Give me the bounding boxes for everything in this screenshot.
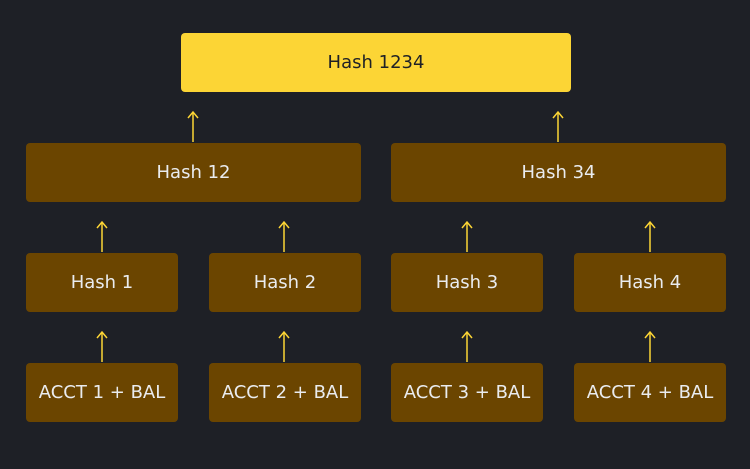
root-hash-label: Hash 1234 <box>327 52 425 73</box>
acct-4-node: ACCT 4 + BAL <box>574 363 726 422</box>
arrow-up-icon <box>186 110 200 142</box>
arrow-up-icon <box>95 220 109 252</box>
hash-2-node: Hash 2 <box>209 253 361 312</box>
arrow-up-icon <box>460 330 474 362</box>
acct-3-node: ACCT 3 + BAL <box>391 363 543 422</box>
hash-12-node: Hash 12 <box>26 143 361 202</box>
acct-2-label: ACCT 2 + BAL <box>221 382 349 403</box>
arrow-up-icon <box>460 220 474 252</box>
hash-4-label: Hash 4 <box>618 272 682 293</box>
hash-34-node: Hash 34 <box>391 143 726 202</box>
hash-3-label: Hash 3 <box>435 272 499 293</box>
hash-1-node: Hash 1 <box>26 253 178 312</box>
acct-2-node: ACCT 2 + BAL <box>209 363 361 422</box>
hash-34-label: Hash 34 <box>521 162 596 183</box>
acct-1-node: ACCT 1 + BAL <box>26 363 178 422</box>
acct-4-label: ACCT 4 + BAL <box>586 382 714 403</box>
root-hash-node: Hash 1234 <box>181 33 571 92</box>
hash-12-label: Hash 12 <box>156 162 231 183</box>
arrow-up-icon <box>95 330 109 362</box>
arrow-up-icon <box>277 220 291 252</box>
hash-3-node: Hash 3 <box>391 253 543 312</box>
arrow-up-icon <box>277 330 291 362</box>
acct-1-label: ACCT 1 + BAL <box>38 382 166 403</box>
arrow-up-icon <box>643 330 657 362</box>
hash-2-label: Hash 2 <box>253 272 317 293</box>
hash-4-node: Hash 4 <box>574 253 726 312</box>
arrow-up-icon <box>643 220 657 252</box>
acct-3-label: ACCT 3 + BAL <box>403 382 531 403</box>
hash-1-label: Hash 1 <box>70 272 134 293</box>
arrow-up-icon <box>551 110 565 142</box>
